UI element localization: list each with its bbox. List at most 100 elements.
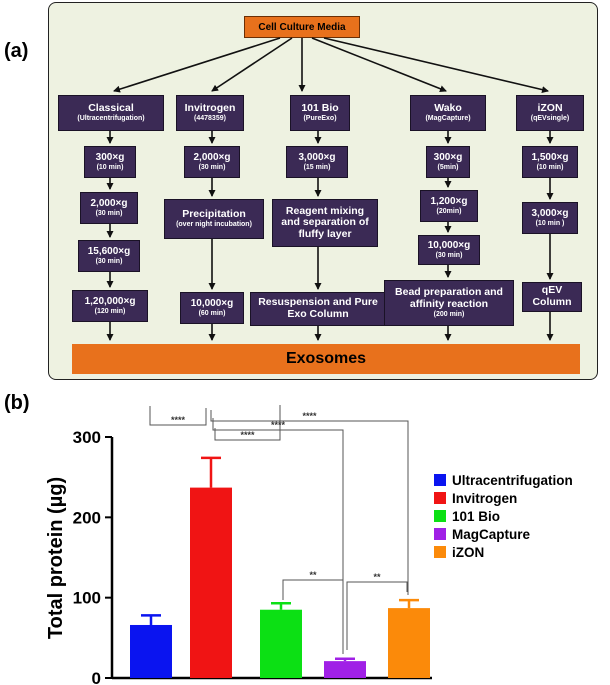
legend-swatch [434,492,446,504]
y-axis-label: Total protein (µg) [45,477,67,639]
legend-label: MagCapture [452,526,531,542]
step-sub: (30 min) [95,258,123,266]
classical-step-3: 15,600×g (30 min) [78,240,140,272]
legend-swatch [434,474,446,486]
significance-label: **** [240,430,255,440]
classical-step-1: 300×g (10 min) [84,146,136,178]
step-sub: (10 min) [96,164,124,172]
legend-swatch [434,528,446,540]
method-name: 101 Bio [301,101,339,114]
significance-label: **** [302,411,317,421]
step-main: Precipitation [182,207,246,220]
izon-step-3: qEV Column [522,282,582,312]
method-sub: (MagCapture) [425,115,471,123]
step-sub: (20min) [436,208,462,216]
exosomes-output-bar: Exosomes [72,344,580,374]
bar [130,624,172,678]
y-tick-label: 0 [92,669,101,685]
step-main: 1,20,000×g [84,296,136,308]
method-izon-box: iZON (qEVsingle) [516,95,584,131]
legend-label: Invitrogen [452,490,518,506]
significance-bracket [214,405,281,441]
legend-label: iZON [452,544,485,560]
bar [324,661,366,678]
cell-culture-media-box: Cell Culture Media [244,16,360,38]
y-tick-label: 300 [73,428,101,447]
significance-bracket [212,418,344,640]
significance-bracket [149,406,207,426]
method-name: iZON [537,101,563,114]
invitrogen-step-1: 2,000×g (30 min) [184,146,240,178]
legend-swatch [434,510,446,522]
step-sub: (15 min) [303,164,331,172]
invitrogen-step-2: Precipitation (over night incubation) [164,199,264,239]
method-name: Wako [434,101,462,114]
legend-item-ultracentrifugation: Ultracentrifugation [434,472,573,488]
significance-bracket [210,410,409,595]
wako-step-1: 300×g (5min) [426,146,470,178]
method-sub: (PureExo) [303,115,337,123]
y-tick-label: 100 [73,589,101,608]
significance-bracket [282,579,344,654]
step-main: 2,000×g [90,198,128,210]
step-sub: (over night incubation) [176,221,252,229]
legend-item-invitrogen: Invitrogen [434,490,517,506]
step-sub: (120 min) [94,308,126,316]
step-main: 300×g [433,152,463,164]
step-sub: (30 min) [95,210,123,218]
panel-a-label: (a) [4,40,29,62]
step-main: qEV Column [532,284,572,308]
significance-bracket [346,581,408,650]
101bio-step-3: Resuspension and Pure Exo Column [250,292,386,326]
legend-item-izon: iZON [434,544,484,560]
step-sub: (30 min) [435,252,463,260]
invitrogen-step-3: 10,000×g (60 min) [180,292,244,324]
method-sub: (qEVsingle) [530,115,570,123]
panel-b-label: (b) [4,392,30,414]
significance-label: **** [171,415,186,425]
wako-step-4: Bead preparation and affinity reaction (… [384,280,514,326]
step-sub: (60 min) [198,310,226,318]
step-sub: (10 min) [536,164,564,172]
step-sub: (10 min ) [535,220,565,228]
wako-step-3: 10,000×g (30 min) [418,235,480,265]
step-main: 15,600×g [87,246,131,258]
step-sub: (30 min) [198,164,226,172]
legend-swatch [434,546,446,558]
bar [388,608,430,678]
step-sub: (5min) [437,164,459,172]
y-tick-label: 200 [73,508,101,527]
step-main: 1,200×g [430,196,468,208]
method-wako-box: Wako (MagCapture) [410,95,486,131]
bar [190,487,232,678]
step-main: 1,500×g [531,152,569,164]
step-main: 300×g [95,152,125,164]
step-main: Reagent mixing and separation of fluffy … [281,204,369,240]
step-main: Resuspension and Pure Exo Column [258,296,378,320]
method-sub: (4478359) [194,115,226,123]
step-sub: (200 min) [433,311,465,319]
legend-item-101bio: 101 Bio [434,508,500,524]
method-101bio-box: 101 Bio (PureExo) [290,95,350,131]
method-classical-box: Classical (Ultracentrifugation) [58,95,164,131]
legend-label: 101 Bio [452,508,501,524]
izon-step-1: 1,500×g (10 min) [522,146,578,178]
step-main: Bead preparation and affinity reaction [395,286,503,310]
method-sub: (Ultracentrifugation) [77,115,145,123]
method-name: Invitrogen [184,101,236,114]
flow-arrows [106,37,554,341]
significance-label: ** [373,572,381,582]
classical-step-4: 1,20,000×g (120 min) [72,290,148,322]
step-main: 10,000×g [427,240,471,252]
significance-label: ** [309,570,317,580]
legend-label: Ultracentrifugation [452,472,573,488]
101bio-step-2: Reagent mixing and separation of fluffy … [272,199,378,247]
method-invitrogen-box: Invitrogen (4478359) [176,95,244,131]
classical-step-2: 2,000×g (30 min) [80,192,138,224]
izon-step-2: 3,000×g (10 min ) [522,202,578,234]
method-name: Classical [88,101,134,114]
step-main: 2,000×g [193,152,231,164]
legend-item-magcapture: MagCapture [434,526,530,542]
step-main: 3,000×g [298,152,336,164]
wako-step-2: 1,200×g (20min) [420,190,478,222]
